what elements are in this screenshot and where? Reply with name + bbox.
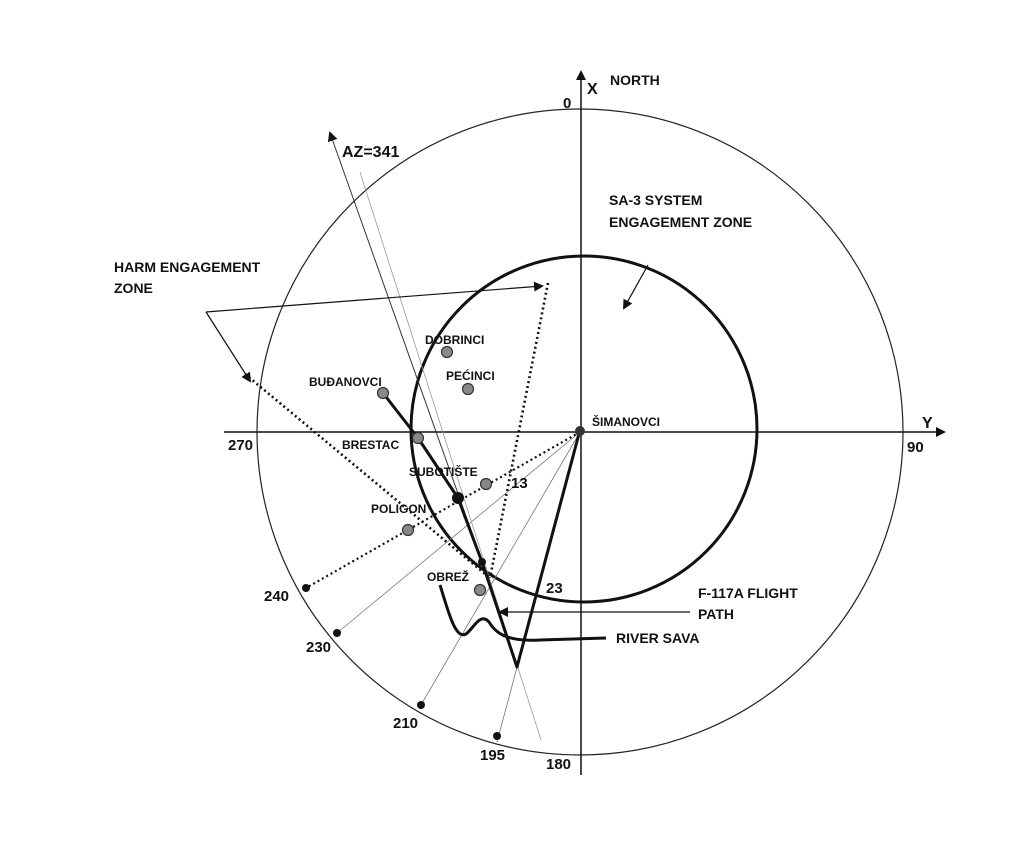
harm-zone-boundary-north xyxy=(488,282,550,579)
sa3-callout-arrow xyxy=(623,264,649,310)
harm-callout-pointer-2 xyxy=(205,311,252,383)
bearing-label-0: 0 xyxy=(563,95,571,112)
harm-zone-boundary-west xyxy=(244,373,491,579)
marker-simanovci xyxy=(575,426,585,436)
place-label-simanovci: ŠIMANOVCI xyxy=(592,414,660,429)
marker-subotiste xyxy=(479,477,493,491)
marker-flight-point-23 xyxy=(478,558,486,566)
y-axis-label: Y xyxy=(922,415,933,432)
flight-marker-23: 23 xyxy=(546,580,563,597)
bearing-label-230: 230 xyxy=(306,639,331,656)
place-label-subotiste: SUBOTIŠTE xyxy=(409,464,478,479)
marker-poligon xyxy=(401,523,415,537)
bearing-label-195: 195 xyxy=(480,747,505,764)
place-label-budanovci: BUĐANOVCI xyxy=(309,375,382,389)
azimuth-label: AZ=341 xyxy=(342,144,399,161)
marker-budanovci xyxy=(376,386,390,400)
river-sava-path xyxy=(438,584,607,642)
place-label-poligon: POLIGON xyxy=(371,502,426,516)
f117a-flight-path xyxy=(381,392,582,669)
bearing-label-210: 210 xyxy=(393,715,418,732)
dot-bearing-240 xyxy=(302,584,310,592)
harm-callout-pointer xyxy=(205,281,544,313)
marker-pecinci xyxy=(461,382,475,396)
sa3-zone-label-line1: SA-3 SYSTEM xyxy=(609,192,702,208)
place-label-obrez: OBREŽ xyxy=(427,569,469,584)
sa3-zone-label-line2: ENGAGEMENT ZONE xyxy=(609,214,752,230)
bearing-label-240: 240 xyxy=(264,588,289,605)
north-label: NORTH xyxy=(610,72,660,88)
place-label-pecinci: PEĆINCI xyxy=(446,368,495,383)
flight-marker-13: 13 xyxy=(511,475,528,492)
marker-obrez xyxy=(473,583,487,597)
marker-dobrinci xyxy=(440,345,454,359)
place-label-dobrinci: DOBRINCI xyxy=(425,333,484,347)
place-label-brestac: BRESTAC xyxy=(342,438,399,452)
bearing-240-dotted-line xyxy=(305,431,581,589)
bearing-210-line xyxy=(420,431,581,706)
dot-bearing-230 xyxy=(333,629,341,637)
marker-brestac xyxy=(411,431,425,445)
dot-bearing-210 xyxy=(417,701,425,709)
x-axis-label: X xyxy=(587,81,598,98)
harm-zone-label-line1: HARM ENGAGEMENT xyxy=(114,259,261,275)
marker-flight-point-13 xyxy=(452,492,464,504)
harm-zone-label-line2: ZONE xyxy=(114,280,153,296)
river-sava-label: RIVER SAVA xyxy=(616,630,700,646)
flight-path-label-line1: F-117A FLIGHT xyxy=(698,585,798,601)
flight-path-label-line2: PATH xyxy=(698,606,734,622)
bearing-label-270: 270 xyxy=(228,437,253,454)
bearing-230-line xyxy=(336,431,581,634)
bearing-label-180: 180 xyxy=(546,756,571,773)
dot-bearing-195 xyxy=(493,732,501,740)
bearing-label-90: 90 xyxy=(907,439,924,456)
